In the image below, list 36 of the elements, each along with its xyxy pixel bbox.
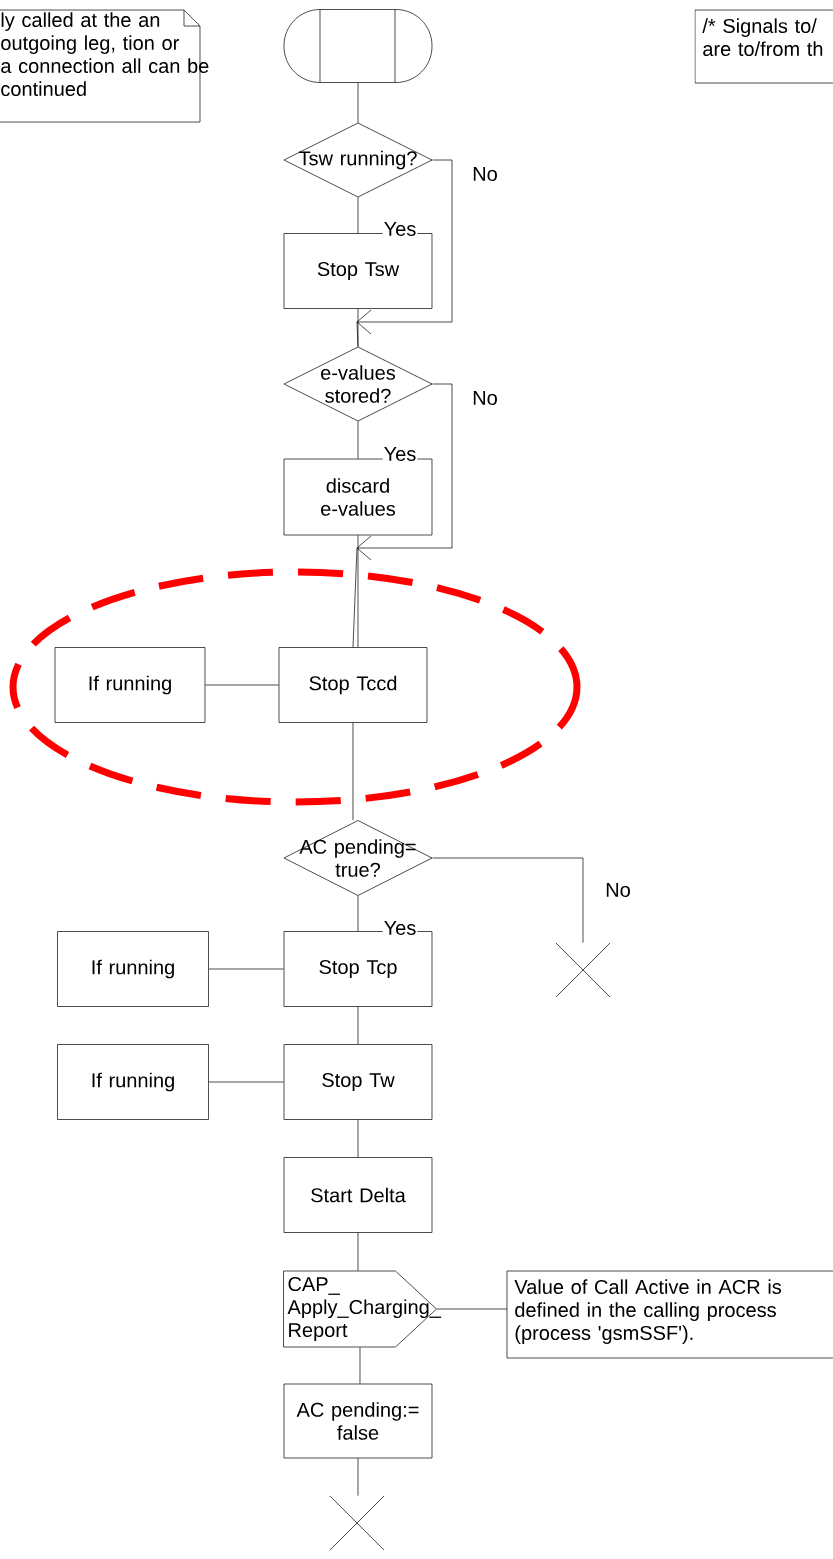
connector-line [357, 1006, 359, 1045]
connector-line [357, 308, 359, 348]
connector-line [432, 857, 584, 943]
connector-line [357, 535, 359, 648]
edge-label: No [606, 883, 630, 897]
connector-line [352, 722, 354, 821]
process-box: If running [54, 647, 206, 723]
connector-line [357, 421, 359, 459]
process-box: Stop Tw [283, 1044, 433, 1120]
connector-line [357, 82, 359, 123]
process-box: If running [57, 931, 209, 1007]
note-box: ly called at the an outgoing leg, tion or a connection all can be continued [0, 9, 209, 123]
comment-box: Value of Call Active in ACR is defined in the calling process (process 'gsmSSF'). [506, 1270, 833, 1359]
process-box: Start Delta [283, 1157, 433, 1233]
comment-box: /* Signals to/ are to/from th [694, 9, 833, 84]
connector-line [359, 1347, 361, 1384]
connector-line [357, 895, 359, 932]
edge-label: No [473, 167, 497, 181]
process-box: If running [57, 1044, 209, 1120]
stop-symbol [555, 942, 611, 998]
connector-line [357, 197, 359, 234]
procedure-start-symbol [283, 9, 433, 83]
process-box: AC pending:= false [283, 1383, 433, 1459]
connector-line [208, 968, 284, 970]
connector-line [357, 1119, 359, 1158]
edge-label: No [473, 391, 497, 405]
stop-symbol [329, 1495, 385, 1551]
edge-label: Yes [384, 921, 416, 935]
connector-line [357, 1232, 359, 1271]
edge-label: Yes [384, 222, 416, 236]
connector-line [208, 1081, 284, 1083]
process-box: Stop Tccd [278, 647, 428, 723]
connector-line [357, 1458, 359, 1496]
connector-line [205, 684, 279, 686]
connector-line [436, 1308, 508, 1310]
edge-label: Yes [384, 447, 416, 461]
